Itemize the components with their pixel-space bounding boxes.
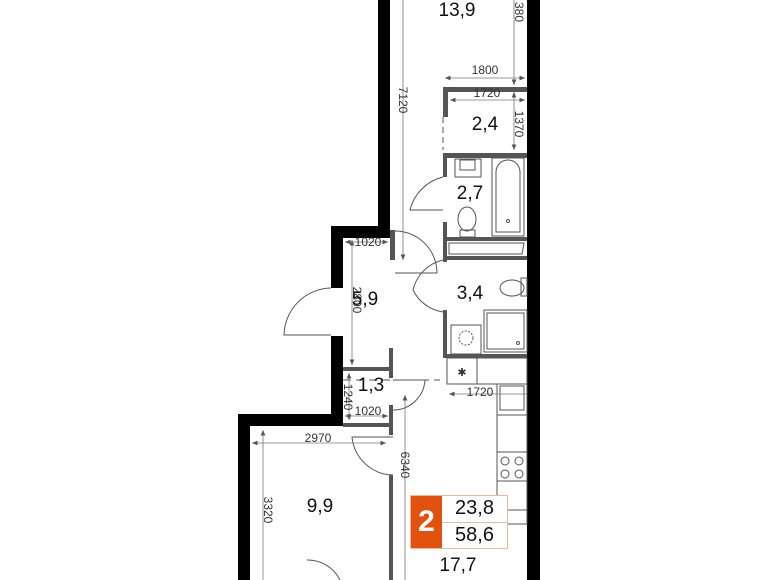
bathtub-icon	[491, 157, 525, 237]
svg-text:1240: 1240	[341, 384, 355, 411]
room-area-toilet: 3,4	[457, 283, 484, 304]
stove-icon	[500, 456, 510, 466]
room-area-kitchen: 17,7	[440, 555, 477, 576]
svg-text:380: 380	[512, 2, 526, 22]
room-area-bathroom: 2,7	[457, 183, 483, 204]
room-area-storage: 2,4	[472, 114, 499, 135]
room-area-living: 13,9	[439, 0, 476, 21]
fixtures: ✱	[446, 157, 528, 525]
dimension-labels: 7120 380 1800 1720 1370 1020 2800 1240 1…	[261, 2, 526, 524]
room-area-hallway: 5,9	[352, 289, 378, 310]
svg-text:✱: ✱	[457, 367, 466, 379]
svg-text:7120: 7120	[396, 87, 410, 114]
svg-text:1800: 1800	[472, 63, 499, 77]
svg-text:2800: 2800	[350, 287, 364, 314]
shower-icon	[483, 309, 528, 353]
dimension-lines	[252, 0, 527, 580]
svg-text:1720: 1720	[474, 86, 501, 100]
svg-text:3320: 3320	[261, 497, 275, 524]
room-area-closet: 1,3	[358, 375, 384, 396]
svg-text:1720: 1720	[467, 385, 494, 399]
exterior-walls	[238, 0, 540, 580]
room-labels: 13,9 2,4 2,7 5,9 3,4 1,3 9,9 17,7	[307, 0, 499, 576]
living-area-value: 23,8	[442, 496, 507, 523]
rooms-count: 2	[411, 496, 442, 548]
kitchen-counter	[496, 383, 528, 525]
svg-text:1370: 1370	[512, 111, 526, 138]
svg-text:6340: 6340	[398, 452, 412, 479]
doors	[283, 117, 444, 580]
washing-machine-icon	[450, 324, 482, 355]
svg-text:1020: 1020	[355, 235, 382, 249]
total-area-value: 58,6	[455, 523, 494, 546]
svg-text:2970: 2970	[305, 431, 332, 445]
interior-walls	[343, 87, 527, 580]
room-area-bedroom: 9,9	[307, 496, 333, 517]
svg-text:1020: 1020	[355, 404, 382, 418]
apartment-summary-badge: 2 23,8 58,6	[410, 495, 508, 549]
sink-icon	[454, 158, 482, 178]
area-stack: 23,8 58,6	[442, 496, 507, 548]
toilet-icon	[457, 206, 477, 232]
